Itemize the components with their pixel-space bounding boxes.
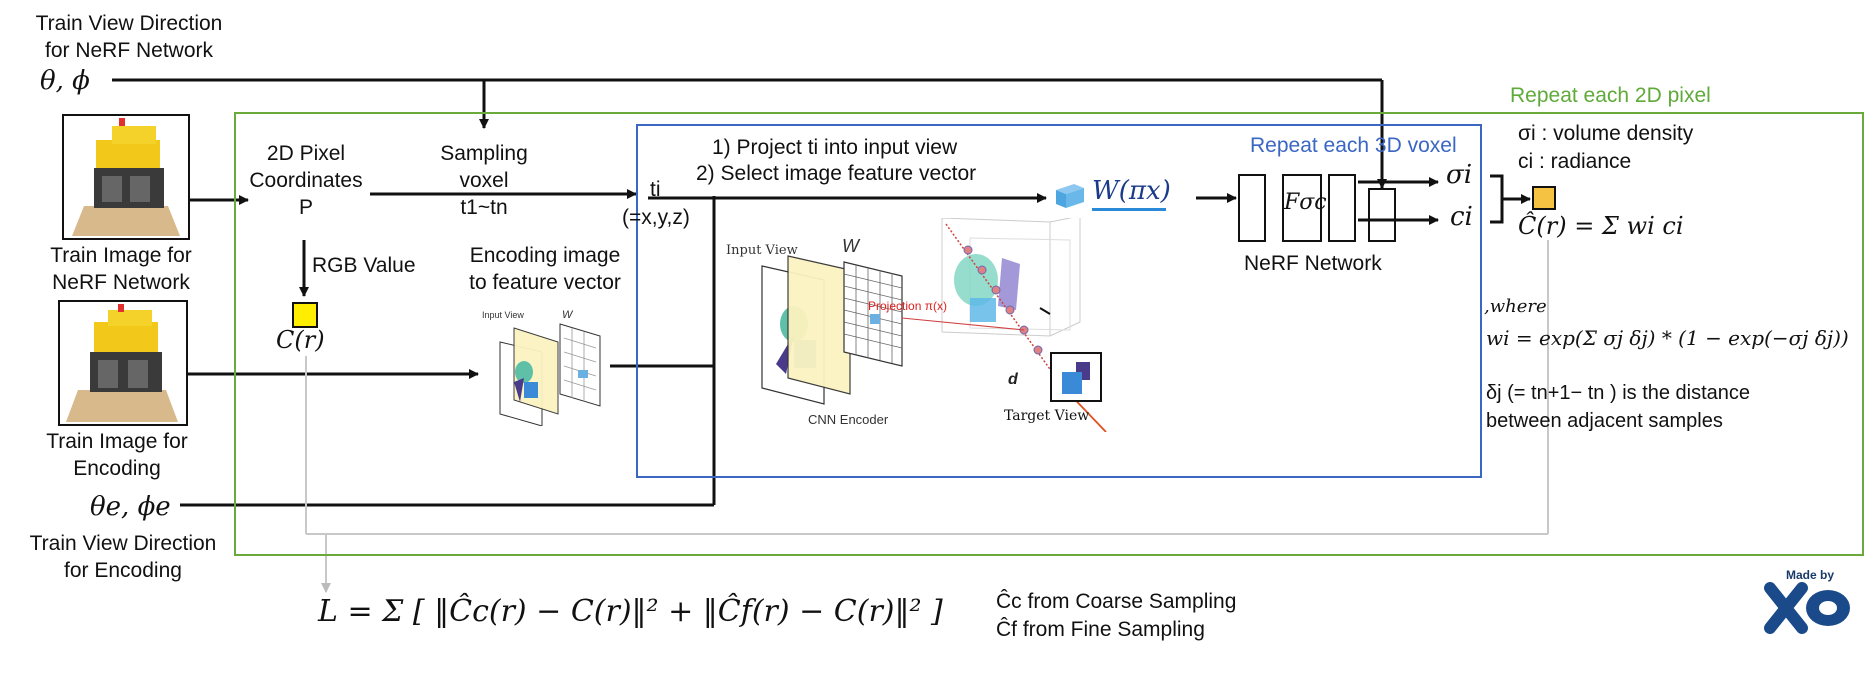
step1-label: 1) Project ti into input view xyxy=(712,136,958,159)
nerf-layer-4 xyxy=(1368,188,1396,242)
repeat-3d-label: Repeat each 3D voxel xyxy=(1250,134,1457,157)
d-text: d xyxy=(1008,371,1019,388)
radiance-label: ci : radiance xyxy=(1518,150,1632,173)
repeat-3d-voxel-box xyxy=(636,124,1482,478)
nerf-layer-3 xyxy=(1328,174,1356,242)
feature-cube-icon xyxy=(1056,184,1084,208)
train-image-nerf xyxy=(62,114,190,240)
xd-logo-mark xyxy=(1764,582,1850,634)
rendered-color-swatch xyxy=(1532,186,1556,210)
nerf-network-label: NeRF Network xyxy=(1244,252,1382,275)
cnn-encoder-illustration: Projection π(x) Input View W CNN Encoder… xyxy=(726,218,1107,432)
fine-sampling-label: Ĉf from Fine Sampling xyxy=(996,618,1205,641)
f-sigma-c-symbol: Fσc xyxy=(1284,190,1327,215)
weight-equation: wi = exp(Σ σj δj) * (1 − exp(−σj δj)) xyxy=(1486,326,1849,350)
train-view-direction-encoding-label: Train View Direction for Encoding xyxy=(29,532,217,582)
w-pi-x-underline xyxy=(1092,208,1166,211)
small-encoder-illustration: Input View W xyxy=(482,309,601,426)
volume-density-label: σi : volume density xyxy=(1518,122,1694,145)
loss-feedback-lines xyxy=(305,240,1549,593)
delta-description-2: between adjacent samples xyxy=(1486,410,1723,432)
train-image-encoding-label: Train Image for Encoding xyxy=(46,430,188,480)
theta-e-phi-e-symbol: θe, ϕe xyxy=(90,492,171,522)
where-label: ,where xyxy=(1484,296,1547,317)
target-view-shapes xyxy=(1062,362,1090,394)
projection-text: Projection π(x) xyxy=(868,299,947,313)
train-image-nerf-label: Train Image for NeRF Network xyxy=(50,244,192,294)
repeat-2d-pixel-box xyxy=(234,112,1864,556)
nerf-layer-2 xyxy=(1282,174,1322,242)
target-view-thumbnail xyxy=(1050,352,1102,402)
made-by-text: Made by xyxy=(1785,568,1834,582)
xyz-label: (=x,y,z) xyxy=(622,206,690,229)
nerf-layer-1 xyxy=(1238,174,1266,242)
loss-equation: L = Σ [ ‖Ĉc(r) − C(r)‖² + ‖Ĉf(r) − C(r)‖… xyxy=(318,594,943,629)
cnn-encoder-text: CNN Encoder xyxy=(808,412,889,427)
train-view-direction-nerf-label: Train View Direction for NeRF Network xyxy=(35,12,223,62)
delta-description-1: δj (= tn+1− tn ) is the distance xyxy=(1486,382,1751,404)
view-direction-line xyxy=(112,78,1387,189)
train-image-encoding xyxy=(58,300,188,426)
c-i-symbol: ci xyxy=(1450,202,1473,232)
w-pi-x-symbol: W(πx) xyxy=(1092,176,1171,206)
sigma-i-symbol: σi xyxy=(1446,160,1473,190)
rgb-swatch xyxy=(292,302,318,328)
lego-bulldozer-image xyxy=(64,116,188,238)
sampling-voxel-label: Sampling voxel t1~tn xyxy=(440,142,528,219)
t-i-label: ti xyxy=(650,178,661,201)
repeat-2d-label: Repeat each 2D pixel xyxy=(1510,84,1711,107)
small-input-view-text: Input View xyxy=(482,310,524,320)
theta-phi-symbol: θ, ϕ xyxy=(40,66,90,96)
target-view-label: Target View xyxy=(1004,408,1090,424)
input-view-text: Input View xyxy=(726,243,798,258)
rgb-value-label: RGB Value xyxy=(312,254,416,277)
made-by-xd-logo: Made by xyxy=(1762,568,1858,638)
pixel-coordinates-label: 2D Pixel Coordinates P xyxy=(249,142,363,219)
step2-label: 2) Select image feature vector xyxy=(696,162,977,185)
lego-bulldozer-image-encoding xyxy=(60,302,186,424)
w-text: W xyxy=(842,236,861,256)
c-r-symbol: C(r) xyxy=(276,326,325,354)
coarse-sampling-label: Ĉc from Coarse Sampling xyxy=(996,590,1237,613)
small-w-text: W xyxy=(562,309,574,321)
render-equation: Ĉ(r) = Σ wi ci xyxy=(1518,212,1684,240)
encoding-image-label: Encoding image to feature vector xyxy=(469,244,621,294)
